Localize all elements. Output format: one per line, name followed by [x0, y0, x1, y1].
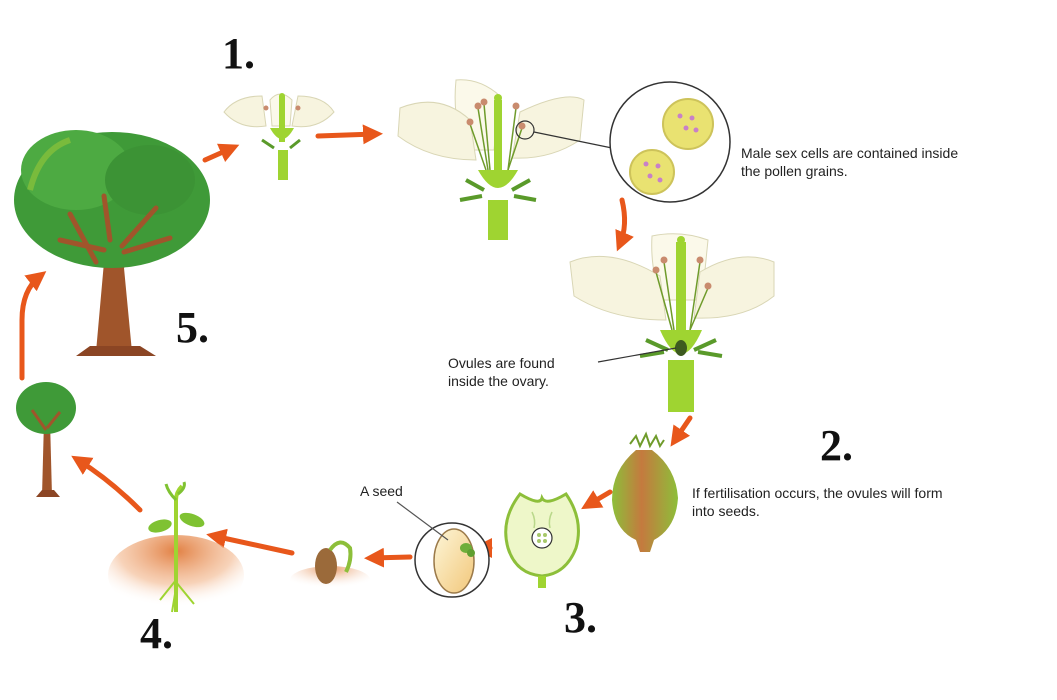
arrow-seed-to-germinating: [364, 547, 413, 568]
young-tree-icon: [16, 382, 76, 497]
ovules-caption-line-2: inside the ovary.: [448, 373, 549, 389]
seed-caption: A seed: [360, 482, 403, 500]
fertilisation-caption-line-1: If fertilisation occurs, the ovules will…: [692, 485, 943, 501]
arrow-germinating-to-seedling: [206, 528, 295, 556]
stage-number-4: 4.: [140, 609, 173, 658]
arrow-flower-to-open-flower: [315, 124, 383, 145]
seed-caption-line-1: A seed: [360, 483, 403, 499]
pollen-grains-icon: [609, 81, 731, 203]
pollen-caption-line-2: the pollen grains.: [741, 163, 848, 179]
pollen-caption: Male sex cells are contained inside the …: [741, 144, 958, 180]
arrow-ovary-to-cut-fruit: [581, 489, 613, 510]
stage-number-2: 2.: [820, 421, 853, 470]
pollinated-flower-icon: [569, 233, 775, 412]
arrow-flower-to-ovary: [670, 415, 693, 447]
ovules-caption-line-1: Ovules are found: [448, 355, 555, 371]
open-flower-icon: [397, 79, 613, 240]
stage-number-5: 5.: [176, 303, 209, 352]
germinating-seed-icon: [290, 540, 370, 594]
flower-icon: [223, 93, 335, 180]
stage-number-1: 1.: [222, 29, 255, 78]
mature-tree-icon: [14, 130, 210, 356]
arrow-pollen-to-pollinated-flower: [615, 197, 634, 252]
ovary-fruit-icon: [612, 431, 678, 552]
seedling-icon: [108, 481, 244, 615]
arrow-tree-to-flower: [202, 143, 240, 163]
seed-icon: [414, 522, 490, 598]
fertilisation-caption-line-2: into seeds.: [692, 503, 760, 519]
arrow-seedling-to-young-tree: [71, 455, 143, 513]
pollen-caption-line-1: Male sex cells are contained inside: [741, 145, 959, 161]
fertilisation-caption: If fertilisation occurs, the ovules will…: [692, 484, 943, 520]
seed-pointer-line: [396, 501, 449, 541]
ovules-caption: Ovules are found inside the ovary.: [448, 354, 555, 390]
arrow-young-tree-to-mature-tree: [19, 271, 47, 381]
stage-number-3: 3.: [564, 593, 597, 642]
cut-fruit-icon: [504, 491, 580, 588]
